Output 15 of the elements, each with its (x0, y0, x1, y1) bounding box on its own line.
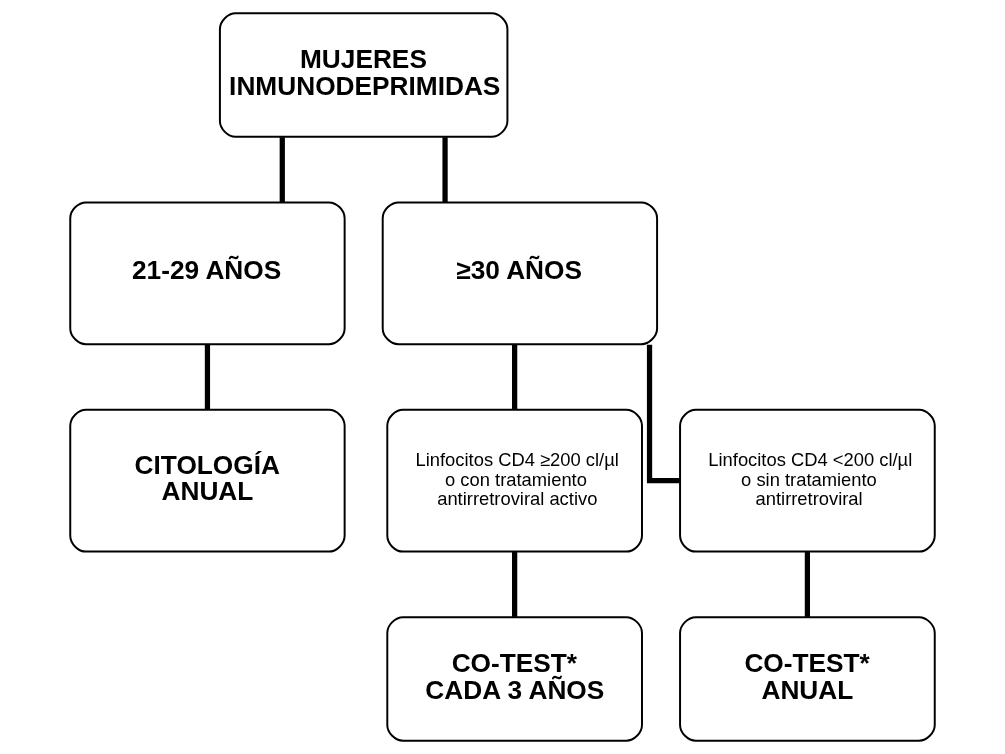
connector (512, 344, 518, 410)
node-box: Linfocitos CD4 <200 cl/µl o sin tratamiento antirretroviral (679, 408, 936, 553)
connector (804, 551, 811, 617)
node-box: CO-TEST* CADA 3 AÑOS (386, 616, 643, 742)
connector (512, 551, 518, 617)
node-box: CO-TEST* ANUAL (679, 616, 936, 742)
connector (442, 137, 448, 203)
connector (279, 137, 285, 203)
node-box: ≥30 AÑOS (381, 201, 659, 346)
connector (646, 344, 680, 484)
node-box: MUJERES INMUNODEPRIMIDAS (218, 12, 509, 138)
connector (204, 344, 211, 410)
node-box: 21-29 AÑOS (69, 201, 346, 346)
node-box: Linfocitos CD4 ≥200 cl/µl o con tratamiento antirretroviral activo (386, 408, 643, 553)
node-box: CITOLOGÍA ANUAL (69, 408, 346, 553)
